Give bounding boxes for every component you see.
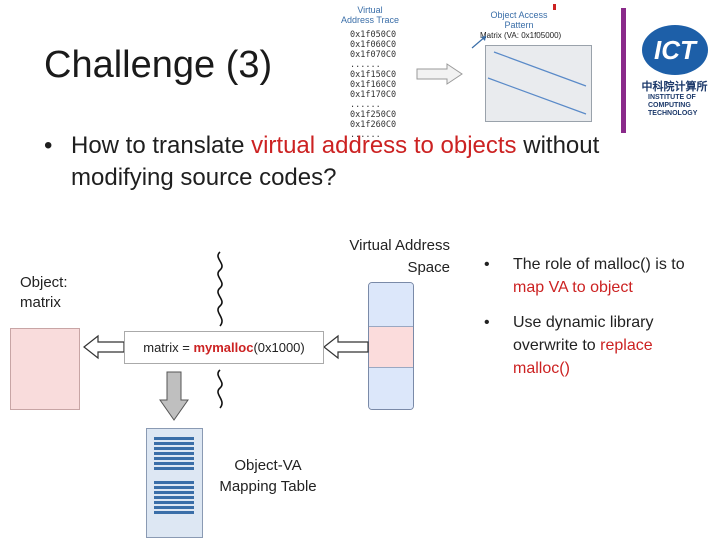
trace-address-list: 0x1f050C0 0x1f060C0 0x1f070C0 ...... 0x1… (350, 30, 396, 140)
side-bullet-text-start: The role of malloc() is to (513, 256, 685, 273)
trace-title-line2: Address Trace (340, 15, 400, 25)
main-bullet-text-start: How to translate (71, 132, 252, 159)
vas-segment-bottom (369, 368, 413, 409)
pattern-title-line2: Pattern (504, 20, 534, 30)
table-stack-lower (154, 481, 194, 519)
main-bullet-text-highlight: virtual address to objects (251, 132, 517, 159)
bullet-dot: • (484, 256, 490, 273)
side-bullet-text-highlight: replace malloc() (513, 337, 653, 377)
malloc-prefix: matrix = (143, 340, 194, 355)
inset-arrow (416, 63, 463, 85)
trace-address: 0x1f250C0 (350, 110, 397, 120)
ict-logo-text: ICT (654, 35, 696, 65)
vas-segment-object (369, 327, 413, 368)
arrow-to-object-icon (83, 334, 125, 360)
vas-label-line1: Virtual Address (349, 237, 450, 254)
malloc-call-box: matrix = mymalloc(0x1000) (124, 331, 324, 364)
mapping-table-icon (146, 428, 203, 538)
vas-segment-top (369, 283, 413, 327)
access-pattern-plot (485, 45, 592, 122)
main-bullet-text-end: without modifying source codes? (71, 132, 600, 191)
bullet-dot: • (44, 132, 53, 159)
mapping-table-label-line1: Object-VA (234, 457, 302, 474)
trace-address: 0x1f070C0 (350, 50, 397, 60)
vas-label: Virtual Address Space (325, 235, 450, 279)
squiggle-icon (217, 251, 223, 327)
malloc-function-name: mymalloc (193, 340, 254, 355)
trace-address: 0x1f160C0 (350, 80, 397, 90)
pattern-title: Object Access Pattern (484, 10, 554, 30)
squiggle-icon (217, 369, 223, 409)
side-bullet-text-start: Use dynamic library overwrite to (513, 314, 654, 354)
trace-title-line1: Virtual (357, 5, 383, 15)
trace-address: 0x1f050C0 (350, 30, 397, 40)
pattern-title-line1: Object Access (490, 10, 548, 20)
trace-address: 0x1f170C0 (350, 90, 397, 100)
logo-english-line2: TECHNOLOGY (648, 110, 698, 117)
mapping-table-label: Object-VA Mapping Table (203, 455, 333, 497)
ict-logo-icon (642, 25, 708, 75)
table-stack-upper (154, 437, 194, 475)
logo-english-line1: INSTITUTE OF COMPUTING (648, 94, 696, 109)
object-label: Object: matrix (20, 273, 68, 313)
trace-ellipsis: ...... (350, 60, 381, 70)
main-bullet-text: How to translate virtual address to obje… (71, 130, 631, 194)
logo-divider-bar (621, 8, 626, 133)
trace-ellipsis: ...... (350, 100, 381, 110)
trace-address: 0x1f060C0 (350, 40, 397, 50)
mapping-table-label-line2: Mapping Table (219, 478, 317, 495)
pattern-pointer-arrow (471, 35, 487, 49)
object-box (10, 328, 80, 410)
vas-label-line2: Space (407, 259, 450, 276)
trace-address: 0x1f260C0 (350, 120, 397, 130)
side-bullet-text: Use dynamic library overwrite to replace… (513, 311, 713, 380)
slide-title: Challenge (3) (44, 44, 273, 86)
trace-title: Virtual Address Trace (335, 5, 405, 25)
trace-ellipsis: ...... (350, 130, 381, 140)
side-bullet-text: The role of malloc() is to map VA to obj… (513, 253, 713, 299)
logo-english-name: INSTITUTE OF COMPUTING TECHNOLOGY (648, 94, 720, 118)
object-label-line2: matrix (20, 294, 61, 311)
logo-chinese-name: 中科院计算所 (641, 81, 708, 93)
pattern-title-marker (553, 4, 556, 10)
pattern-matrix-label: Matrix (VA: 0x1f05000) (480, 31, 562, 40)
virtual-address-space-column (368, 282, 414, 410)
malloc-argument: (0x1000) (253, 340, 305, 355)
arrow-down-icon (159, 371, 189, 421)
side-bullet-text-highlight: map VA to object (513, 279, 633, 296)
arrow-to-malloc-icon (323, 334, 369, 360)
trace-address: 0x1f150C0 (350, 70, 397, 80)
bullet-dot: • (484, 314, 490, 331)
access-pattern-lines (487, 51, 587, 115)
object-label-line1: Object: (20, 274, 68, 291)
